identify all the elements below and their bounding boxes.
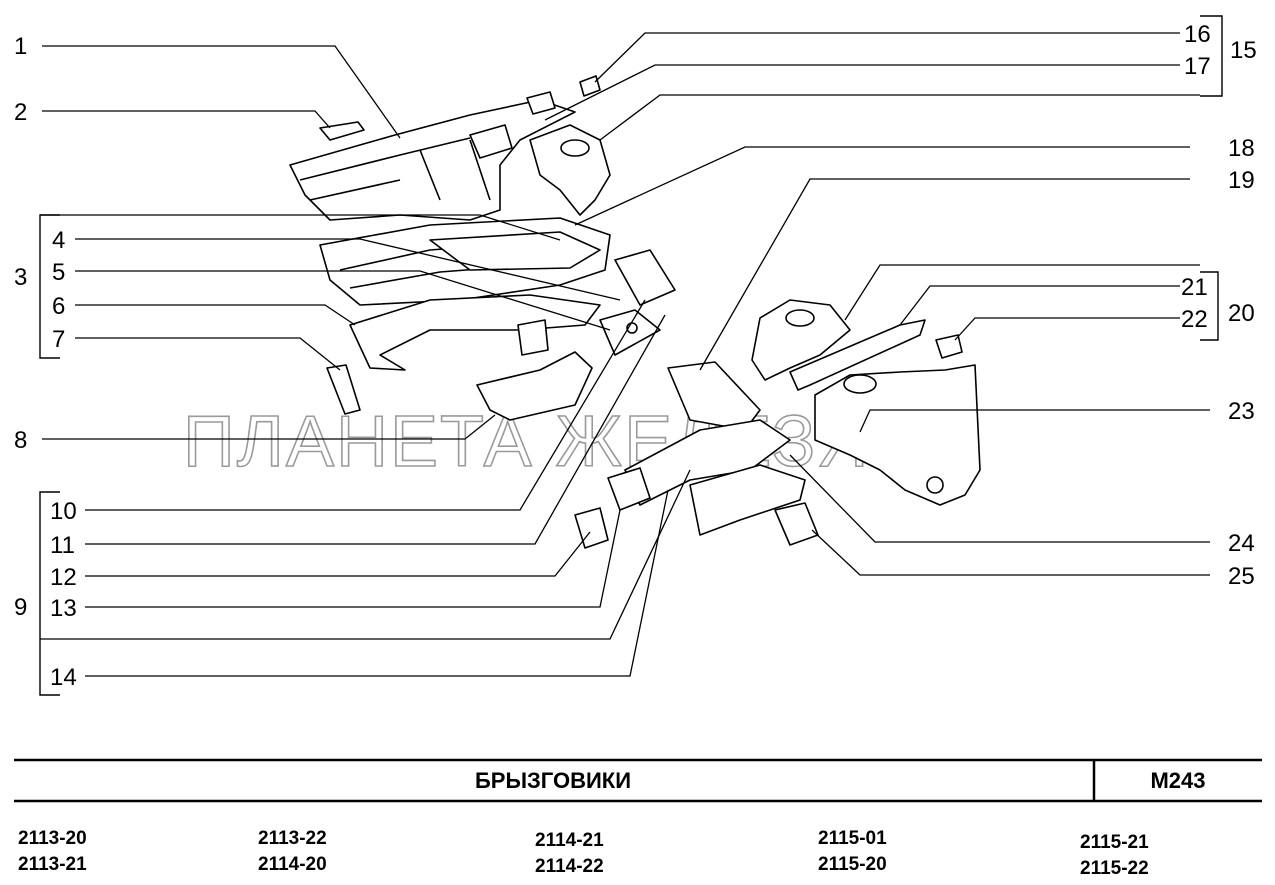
model-code: 2113-20 <box>18 828 87 849</box>
model-code: 2115-22 <box>1080 858 1149 879</box>
model-column-5: 2115-21 2115-22 <box>1080 830 1149 882</box>
part-14-support <box>607 467 651 511</box>
leader-24 <box>789 454 1210 543</box>
callout-24: 24 <box>1228 530 1255 557</box>
callout-8: 8 <box>14 427 27 454</box>
callout-12: 12 <box>50 564 77 591</box>
part-8-shield <box>476 351 593 421</box>
callout-7: 7 <box>52 326 65 353</box>
callout-19: 19 <box>1228 167 1255 194</box>
callout-10: 10 <box>50 498 77 525</box>
leader-5 <box>75 270 611 331</box>
callout-2: 2 <box>14 99 27 126</box>
bracket-15 <box>1200 15 1223 97</box>
part-6b-bracket <box>517 319 549 356</box>
part-17b-plate <box>469 124 513 159</box>
title-block-frame <box>14 758 1262 803</box>
leader-19 <box>699 178 1190 371</box>
leader-3 <box>40 214 561 241</box>
callout-1: 1 <box>14 33 27 60</box>
callout-23: 23 <box>1228 398 1255 425</box>
callout-22: 22 <box>1181 306 1208 333</box>
callout-14: 14 <box>50 664 77 691</box>
part-drawings <box>289 75 981 549</box>
leader-9 <box>40 469 691 640</box>
model-code: 2115-20 <box>818 854 887 875</box>
leader-8 <box>42 414 496 440</box>
part-2-bracket <box>319 121 365 141</box>
part-1-front-panel <box>289 99 576 221</box>
leader-1 <box>42 45 401 139</box>
leader-23 <box>859 409 1210 433</box>
leader-11 <box>85 314 666 545</box>
bracket-9 <box>39 491 60 696</box>
sheet-title: БРЫЗГОВИКИ <box>474 768 632 793</box>
leader-12 <box>85 531 591 577</box>
model-column-3: 2114-21 2114-22 <box>535 828 604 880</box>
callout-11: 11 <box>50 532 75 559</box>
callout-15: 15 <box>1230 37 1257 64</box>
part-17-plate <box>526 91 556 115</box>
model-code: 2113-21 <box>18 854 87 875</box>
model-code: 2115-21 <box>1080 832 1149 853</box>
callout-18: 18 <box>1228 135 1255 162</box>
leader-2 <box>42 110 331 129</box>
part-15-strut-tower <box>529 124 611 216</box>
callout-21: 21 <box>1181 274 1208 301</box>
leader-13 <box>85 509 621 608</box>
callout-17: 17 <box>1184 53 1211 80</box>
part-22-bracket <box>935 334 963 359</box>
callout-4: 4 <box>52 227 65 254</box>
leader-20 <box>844 264 1200 321</box>
leader-7 <box>75 337 341 371</box>
leader-18 <box>574 146 1190 226</box>
model-code: 2113-22 <box>258 828 327 849</box>
leader-17 <box>544 64 1180 121</box>
model-column-2: 2113-22 2114-20 <box>258 826 327 878</box>
part-24-plate <box>689 464 806 536</box>
model-code: 2115-01 <box>818 828 887 849</box>
model-column-1: 2113-20 2113-21 <box>18 826 87 878</box>
part-25-bracket <box>774 502 819 546</box>
leader-10 <box>85 299 646 511</box>
part-19-bracket <box>667 361 761 431</box>
leader-15 <box>599 94 1200 141</box>
callout-16: 16 <box>1184 21 1211 48</box>
part-21-tower <box>751 299 851 381</box>
callout-numbers: 1 2 3 4 5 6 7 8 9 10 11 12 13 14 16 17 1… <box>14 21 1257 691</box>
callout-6: 6 <box>52 293 65 320</box>
leader-6 <box>75 304 356 326</box>
leader-4 <box>75 238 621 301</box>
part-7-angle <box>326 364 361 415</box>
callout-20: 20 <box>1228 300 1255 327</box>
callout-9: 9 <box>14 594 27 621</box>
model-column-4: 2115-01 2115-20 <box>818 826 887 878</box>
leader-21 <box>899 285 1180 326</box>
model-code: 2114-20 <box>258 854 327 875</box>
model-code: 2114-21 <box>535 830 604 851</box>
leader-25 <box>811 529 1210 576</box>
callout-5: 5 <box>52 259 65 286</box>
leader-lines <box>40 32 1210 677</box>
callout-13: 13 <box>50 595 77 622</box>
part-13-spar <box>624 419 791 506</box>
part-16-bracket <box>579 75 601 97</box>
part-10-bracket <box>614 249 676 306</box>
leader-22 <box>954 317 1180 341</box>
leader-14 <box>85 489 669 677</box>
sheet-code: М243 <box>1150 768 1206 793</box>
part-23-wheel-arch <box>814 364 981 506</box>
model-code: 2114-22 <box>535 856 604 877</box>
bracket-20 <box>1200 271 1219 341</box>
callout-3: 3 <box>14 264 27 291</box>
part-12-bracket <box>574 507 609 549</box>
callout-25: 25 <box>1228 563 1255 590</box>
leader-16 <box>594 32 1180 83</box>
